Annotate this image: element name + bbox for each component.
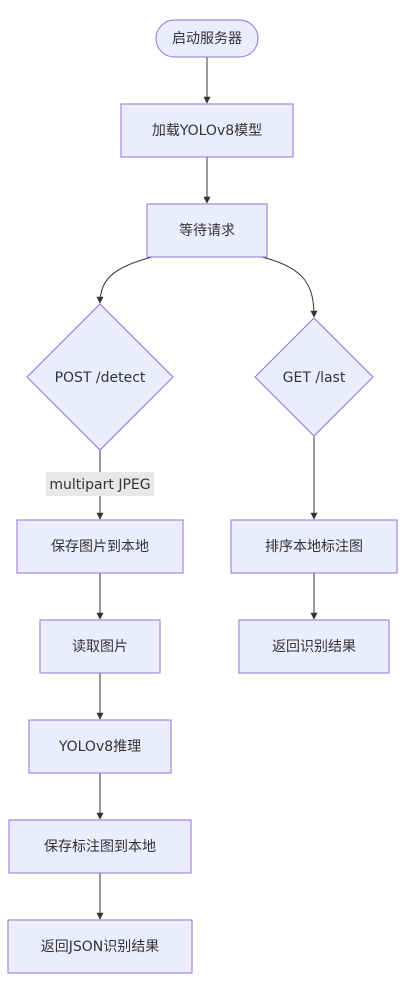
node-save-annotated-label: 保存标注图到本地 [44, 839, 156, 855]
node-return-json: 返回JSON识别结果 [7, 919, 193, 974]
node-get-last: GET /last [254, 317, 374, 437]
edge-wait-to-get [261, 256, 318, 318]
node-start: 启动服务器 [155, 19, 259, 58]
node-read-image: 读取图片 [39, 619, 161, 674]
node-save-image-label: 保存图片到本地 [51, 539, 149, 555]
node-infer: YOLOv8推理 [28, 719, 172, 774]
node-wait: 等待请求 [146, 203, 268, 258]
node-save-image: 保存图片到本地 [16, 519, 184, 574]
node-wait-label: 等待请求 [179, 222, 235, 239]
node-get-last-label: GET /last [283, 370, 346, 386]
node-load-model-label: 加载YOLOv8模型 [152, 123, 262, 139]
node-start-label: 启动服务器 [172, 31, 242, 47]
edge-wait-to-post [96, 256, 153, 304]
node-post-detect: POST /detect [26, 303, 174, 451]
node-save-annotated: 保存标注图到本地 [8, 819, 192, 874]
edge-label-text: multipart JPEG [49, 477, 150, 493]
edge-label-multipart: multipart JPEG [46, 472, 154, 496]
node-post-detect-label: POST /detect [55, 370, 146, 386]
node-read-image-label: 读取图片 [72, 638, 128, 655]
node-return-json-label: 返回JSON识别结果 [41, 939, 160, 955]
node-infer-label: YOLOv8推理 [58, 739, 141, 755]
node-return-result: 返回识别结果 [238, 619, 390, 674]
node-return-result-label: 返回识别结果 [272, 639, 356, 655]
node-sort-local-label: 排序本地标注图 [265, 539, 363, 555]
node-load-model: 加载YOLOv8模型 [120, 103, 294, 158]
node-sort-local: 排序本地标注图 [230, 519, 398, 574]
